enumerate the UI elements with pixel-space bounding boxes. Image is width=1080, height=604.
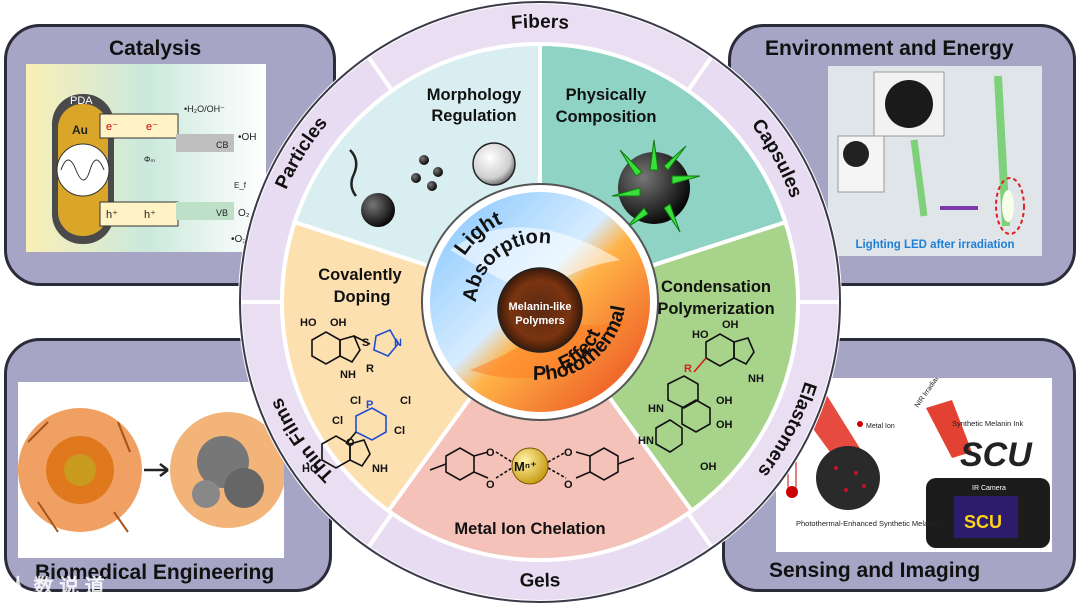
chem-cl-4: Cl xyxy=(394,425,405,437)
biomedical-title: Biomedical Engineering xyxy=(35,561,275,584)
chem-nh-2: NH xyxy=(372,463,388,475)
environment-title: Environment and Energy xyxy=(765,37,1014,60)
physical-title-1: Physically xyxy=(566,86,648,104)
metal-ion-label: Metal Ion xyxy=(866,423,895,430)
condensation-title-1: Condensation xyxy=(661,278,771,296)
spiky-sphere-icon xyxy=(611,139,701,233)
chelation-title: Metal Ion Chelation xyxy=(454,520,605,538)
particle-large-icon xyxy=(361,193,395,227)
chem-cl-3: Cl xyxy=(332,415,343,427)
chem-metal: Mⁿ⁺ xyxy=(514,459,537,474)
environment-image: Lighting LED after irradiation xyxy=(828,66,1042,256)
chem-oh-6: OH xyxy=(700,461,717,473)
vb-label: VB xyxy=(216,208,228,218)
scu-ink-text: SCU xyxy=(960,436,1033,474)
condensation-title-2: Polymerization xyxy=(657,300,774,318)
catalysis-image: PDA Au e⁻ e⁻ h⁺ h⁺ CB VB •H₂O/OH⁻ •OH O₂… xyxy=(26,64,266,252)
physical-title-2: Composition xyxy=(556,108,657,126)
covalent-title-2: Doping xyxy=(334,288,391,306)
tumor-cells xyxy=(18,408,142,533)
chem-ho-2: HO xyxy=(302,463,319,475)
metal-ion-sphere xyxy=(511,447,549,485)
sensing-title: Sensing and Imaging xyxy=(769,559,981,582)
h2o-label: •H₂O/OH⁻ xyxy=(184,104,225,114)
covalent-title-1: Covalently xyxy=(318,266,402,284)
chem-s: S xyxy=(362,337,369,349)
electron-label-2: e⁻ xyxy=(146,121,158,133)
core-label-2: Polymers xyxy=(515,315,565,327)
cb-label: CB xyxy=(216,140,229,150)
chem-hn-2: HN xyxy=(638,435,654,447)
chem-nh-3: NH xyxy=(748,373,764,385)
pda-label: PDA xyxy=(70,95,93,107)
ink-label: Synthetic Melanin Ink xyxy=(952,419,1024,428)
chem-o-2: O xyxy=(486,447,495,459)
morphology-title-1: Morphology xyxy=(427,86,522,104)
chem-oh-1: OH xyxy=(330,317,347,329)
o2-label: O₂ xyxy=(238,208,250,219)
enhanced-melanin-label: Photothermal-Enhanced Synthetic Melanin xyxy=(796,519,938,528)
chem-o-3: O xyxy=(486,479,495,491)
chem-o-4: O xyxy=(564,447,573,459)
scu-thermal-text: SCU xyxy=(964,512,1002,532)
chem-nh-1: NH xyxy=(340,369,356,381)
ef-label: E_f xyxy=(234,181,247,190)
chem-oh-3: OH xyxy=(722,319,739,331)
core-sphere xyxy=(497,267,583,353)
chem-ho-1: HO xyxy=(300,317,317,329)
oh-label: •OH xyxy=(238,132,257,143)
ring-outline xyxy=(239,1,841,603)
chem-cl-2: Cl xyxy=(400,395,411,407)
chem-oh-4: OH xyxy=(716,395,733,407)
chem-hn-1: HN xyxy=(648,403,664,415)
watermark: 人 数 说 道 xyxy=(8,576,105,598)
chem-n: N xyxy=(394,337,402,349)
particle-small-cluster-icon xyxy=(411,155,443,191)
environment-caption: Lighting LED after irradiation xyxy=(855,239,1014,251)
biomedical-image xyxy=(18,382,284,558)
o2-radical-label: •O₂⁻ xyxy=(231,234,251,245)
chem-r-2: R xyxy=(684,363,692,375)
chem-oh-5: OH xyxy=(716,419,733,431)
phi-label: Φₘ xyxy=(144,155,155,164)
morphology-title-2: Regulation xyxy=(431,107,516,125)
hole-label: h⁺ xyxy=(106,209,118,221)
capsule-sphere-icon xyxy=(472,142,516,186)
ring-label-gels: Gels xyxy=(519,570,561,592)
sector-chelation xyxy=(385,298,695,562)
fiber-squiggle-icon xyxy=(349,149,358,197)
covalent-structure xyxy=(311,328,399,469)
chelation-structure xyxy=(429,447,635,481)
chem-ho-3: HO xyxy=(692,329,709,341)
chem-p-1: P xyxy=(366,399,373,411)
chem-o-1: O xyxy=(346,437,355,449)
core-label-1: Melanin-like xyxy=(509,301,572,313)
condensation-structure xyxy=(655,333,755,453)
electron-label: e⁻ xyxy=(106,121,118,133)
catalysis-title: Catalysis xyxy=(109,37,202,60)
chem-cl-1: Cl xyxy=(350,395,361,407)
ir-camera-label: IR Camera xyxy=(972,485,1006,492)
treated-cells xyxy=(170,412,284,528)
hole-label-2: h⁺ xyxy=(144,209,156,221)
au-label: Au xyxy=(72,123,88,137)
chem-r-1: R xyxy=(366,363,374,375)
chem-o-5: O xyxy=(564,479,573,491)
